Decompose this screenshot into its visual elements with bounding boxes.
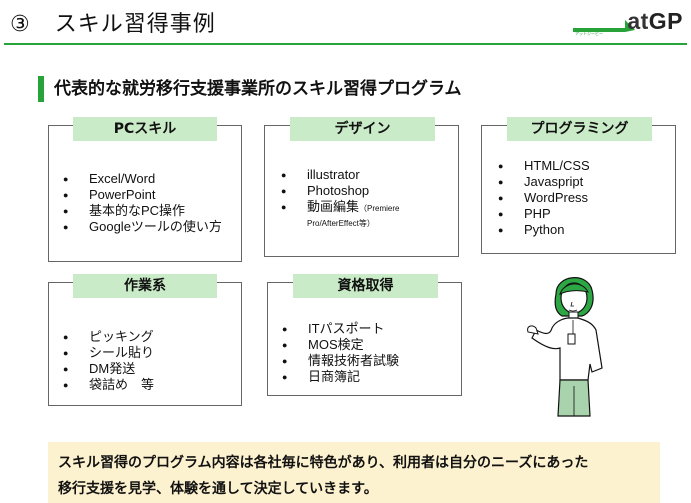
subtitle-accent-bar — [38, 76, 44, 102]
list-item: Excel/Word — [63, 171, 222, 187]
card-label: PCスキル — [73, 117, 217, 141]
skill-list: ピッキング シール貼り DM発送 袋詰め 等 — [63, 329, 154, 393]
card-label: 作業系 — [73, 274, 217, 298]
list-item: PHP — [498, 206, 590, 222]
list-item-note: （Premiere — [359, 204, 400, 213]
page-title: ③ スキル習得事例 — [10, 6, 216, 38]
list-item: WordPress — [498, 190, 590, 206]
list-item: 日商簿記 — [282, 369, 399, 385]
list-item: Photoshop — [281, 183, 399, 199]
summary-line-2: 移行支援を見学、体験を通して決定していきます。 — [58, 481, 378, 497]
list-item: シール貼り — [63, 345, 154, 361]
list-item: illustrator — [281, 167, 399, 183]
list-item: 基本的なPC操作 — [63, 203, 222, 219]
summary-line-1: スキル習得のプログラム内容は各社毎に特色があり、利用者は自分のニーズにあった — [58, 455, 589, 471]
atgp-logo: アットジーピー atGP — [573, 8, 683, 38]
list-item: ピッキング — [63, 329, 154, 345]
list-item: MOS検定 — [282, 337, 399, 353]
summary-box: スキル習得のプログラム内容は各社毎に特色があり、利用者は自分のニーズにあった 移… — [48, 442, 660, 503]
list-item: Googleツールの使い方 — [63, 219, 222, 235]
logo-brand-gp: GP — [648, 8, 683, 34]
card-label: 資格取得 — [293, 274, 438, 298]
logo-tagline: アットジーピー — [575, 31, 603, 36]
presenter-illustration — [527, 277, 603, 417]
card-label: プログラミング — [507, 117, 652, 141]
card-programming: プログラミング HTML/CSS Javaspript WordPress PH… — [481, 117, 676, 254]
skill-list: Excel/Word PowerPoint 基本的なPC操作 Googleツール… — [63, 171, 222, 235]
card-pc-skills: PCスキル Excel/Word PowerPoint 基本的なPC操作 Goo… — [48, 117, 242, 262]
list-item-note-continued: Pro/AfterEffect等） — [307, 219, 375, 228]
card-design: デザイン illustrator Photoshop 動画編集（Premiere… — [264, 117, 459, 257]
skill-list: HTML/CSS Javaspript WordPress PHP Python — [498, 158, 590, 238]
skill-list: ITパスポート MOS検定 情報技術者試験 日商簿記 — [282, 321, 399, 385]
list-item: Javaspript — [498, 174, 590, 190]
list-item: PowerPoint — [63, 187, 222, 203]
logo-brand: atGP — [627, 8, 683, 35]
card-label: デザイン — [290, 117, 435, 141]
card-work: 作業系 ピッキング シール貼り DM発送 袋詰め 等 — [48, 274, 242, 406]
list-item: 動画編集（Premiere Pro/AfterEffect等） — [281, 199, 399, 231]
list-item: DM発送 — [63, 361, 154, 377]
list-item: ITパスポート — [282, 321, 399, 337]
section-subtitle: 代表的な就労移行支援事業所のスキル習得プログラム — [38, 76, 462, 102]
list-item: Python — [498, 222, 590, 238]
card-license: 資格取得 ITパスポート MOS検定 情報技術者試験 日商簿記 — [267, 274, 462, 396]
section-number: ③ — [10, 12, 31, 37]
header-divider — [4, 43, 687, 45]
logo-bar — [573, 20, 635, 32]
subtitle-text: 代表的な就労移行支援事業所のスキル習得プログラム — [54, 79, 462, 99]
logo-brand-at: at — [627, 8, 649, 34]
list-item: HTML/CSS — [498, 158, 590, 174]
list-item: 情報技術者試験 — [282, 353, 399, 369]
section-title: スキル習得事例 — [54, 12, 216, 37]
list-item-text: 動画編集 — [307, 199, 360, 214]
list-item: 袋詰め 等 — [63, 377, 154, 393]
skill-list: illustrator Photoshop 動画編集（Premiere Pro/… — [281, 167, 399, 231]
